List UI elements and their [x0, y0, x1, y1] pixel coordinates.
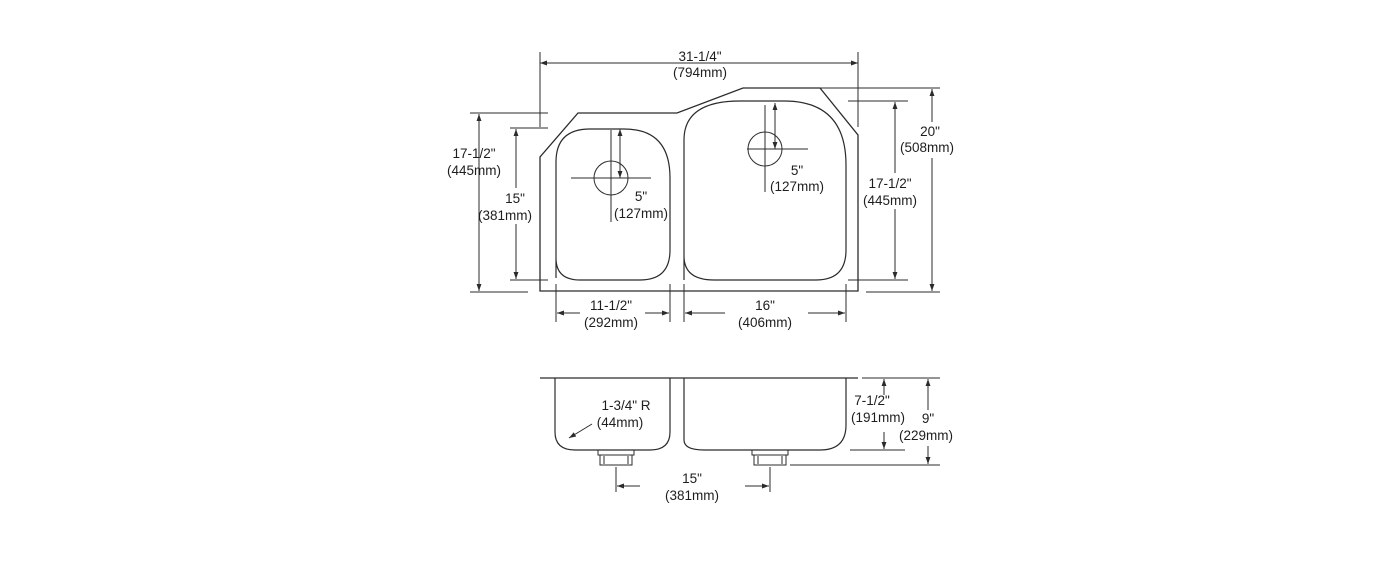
overall-width-metric: (794mm) — [673, 65, 727, 80]
left-drain-offset-metric: (127mm) — [614, 206, 668, 221]
left-outer-depth-imperial: 17-1/2" — [452, 146, 495, 161]
left-bowl-outline — [555, 128, 671, 281]
left-drain — [571, 129, 651, 222]
drain-spacing-metric: (381mm) — [665, 488, 719, 503]
label-background — [898, 122, 956, 158]
side-view: 1-3/4" R (44mm) 15" (381mm) 7-1/2" (191m… — [540, 377, 953, 503]
right-bowl-depth-metric: (445mm) — [863, 193, 917, 208]
right-bowl-outline — [683, 100, 847, 281]
right-bowl-depth-imperial: 17-1/2" — [868, 176, 911, 191]
corner-radius-imperial: 1-3/4" R — [601, 398, 650, 413]
right-bowl-width-imperial: 16" — [755, 298, 775, 313]
left-bowl-width-imperial: 11-1/2" — [590, 298, 632, 313]
left-bowl-width-metric: (292mm) — [584, 315, 638, 330]
label-background — [862, 173, 920, 209]
left-outer-depth-metric: (445mm) — [447, 163, 501, 178]
side-depth-imperial: 7-1/2" — [854, 393, 890, 408]
overall-depth-dimension: 20" (508mm) — [820, 87, 956, 293]
left-bowl-depth-imperial: 15" — [505, 191, 525, 206]
right-drain-offset-imperial: 5" — [791, 163, 804, 178]
overall-section-depth-imperial: 9" — [922, 411, 935, 426]
right-bowl-section — [683, 378, 847, 451]
drain-spacing-dimension: 15" (381mm) — [615, 467, 771, 503]
overall-width-imperial: 31-1/4" — [678, 49, 721, 64]
side-depth-metric: (191mm) — [851, 410, 905, 425]
left-drain-fitting — [597, 449, 635, 466]
right-drain — [747, 103, 808, 192]
right-drain-fitting — [751, 449, 789, 466]
radius-leader — [568, 423, 593, 439]
right-drain-offset-metric: (127mm) — [770, 179, 824, 194]
left-section-depth-dimension: 7-1/2" (191mm) — [850, 379, 905, 451]
overall-depth-imperial: 20" — [920, 124, 940, 139]
drain-spacing-imperial: 15" — [682, 471, 702, 486]
overall-section-depth-dimension: 9" (229mm) — [790, 377, 953, 466]
left-bowl-section — [554, 378, 671, 451]
left-drain-offset-imperial: 5" — [635, 189, 648, 204]
label-background — [496, 188, 536, 224]
overall-depth-metric: (508mm) — [900, 140, 954, 155]
overall-width-dimension: 31-1/4" (794mm) — [539, 49, 859, 127]
right-bowl-depth-dimension: 17-1/2" (445mm) — [848, 100, 920, 281]
bowl-width-dimensions: 11-1/2" (292mm) 16" (406mm) — [555, 284, 847, 330]
left-bowl-depth-metric: (381mm) — [478, 208, 532, 223]
right-bowl-width-metric: (406mm) — [738, 315, 792, 330]
left-bowl-depth-dimension: 15" (381mm) — [478, 127, 548, 281]
corner-radius-metric: (44mm) — [597, 415, 644, 430]
top-view: 31-1/4" (794mm) 17-1/2" (445mm) 15" (381… — [447, 49, 956, 330]
sink-outer-outline — [539, 87, 859, 292]
left-outer-depth-dimension: 17-1/2" (445mm) — [447, 112, 548, 293]
overall-section-depth-metric: (229mm) — [899, 428, 953, 443]
